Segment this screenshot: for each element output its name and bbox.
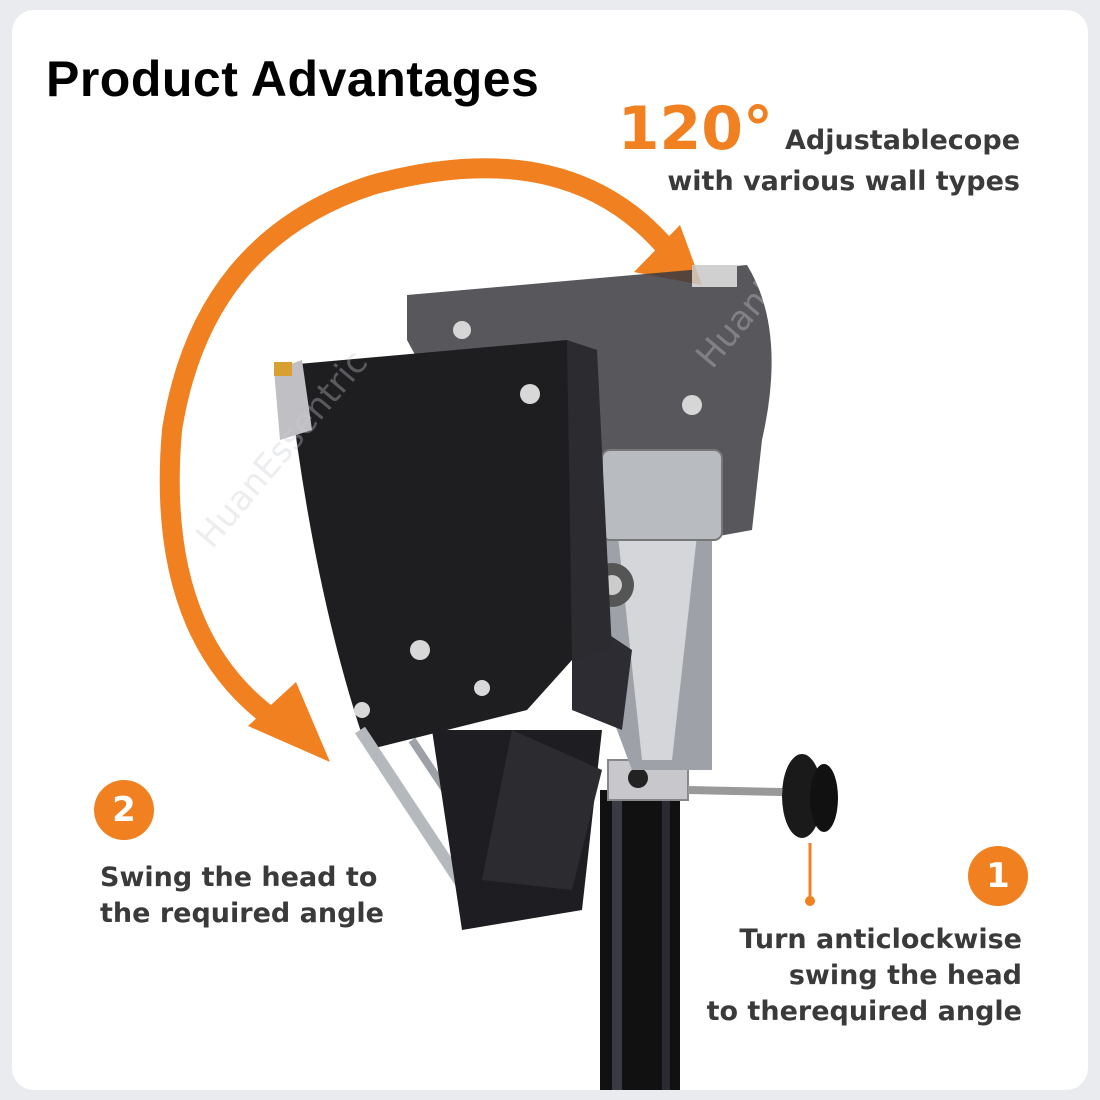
step2-line: Swing the head to [100,862,378,893]
angle-subtitle: with various wall types [667,166,1020,197]
step2-badge: 2 [94,780,154,840]
angle-label: Adjustablecope [785,125,1020,156]
step1-line: swing the head [788,960,1022,991]
hinge-mechanism [572,449,723,770]
step1-connector-dot [805,896,815,906]
angle-value: 120° [617,94,774,164]
pole [600,790,680,1090]
step1-badge: 1 [968,846,1028,906]
step1-line: to therequired angle [706,996,1022,1027]
step2-line: the required angle [100,898,384,929]
step1-text: Turn anticlockwise swing the head to the… [707,922,1022,1030]
front-plate [274,340,612,750]
tension-knob-icon [782,754,838,838]
step2-text: Swing the head to the required angle [100,860,384,932]
rotation-arrow-icon [159,158,702,762]
step1-line: Turn anticlockwise [739,924,1022,955]
product-illustration: HuanEssentric HuanEssentric [159,158,876,1090]
angle-callout: 120° Adjustablecope with various wall ty… [618,94,1020,197]
support-rods [354,726,602,930]
page-title: Product Advantages [46,51,540,107]
product-advantages-card: HuanEssentric HuanEssentric Product Adva… [12,10,1088,1090]
